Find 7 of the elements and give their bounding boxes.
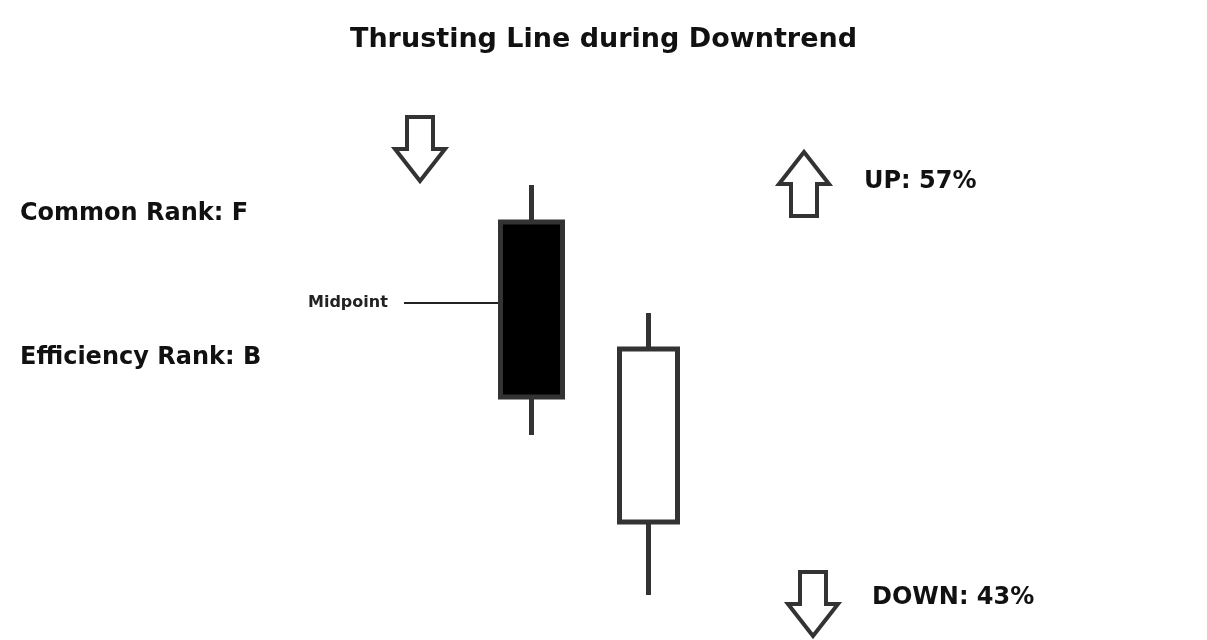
stat-label: Common Rank: F xyxy=(20,198,249,226)
leader-line xyxy=(403,302,499,304)
stat-label: DOWN: 43% xyxy=(872,582,1035,610)
stat-label: Efficiency Rank: B xyxy=(20,342,262,370)
annotation-text: Midpoint xyxy=(308,292,394,311)
stat-label: UP: 57% xyxy=(864,166,977,194)
title: Thrusting Line during Downtrend xyxy=(349,22,858,53)
